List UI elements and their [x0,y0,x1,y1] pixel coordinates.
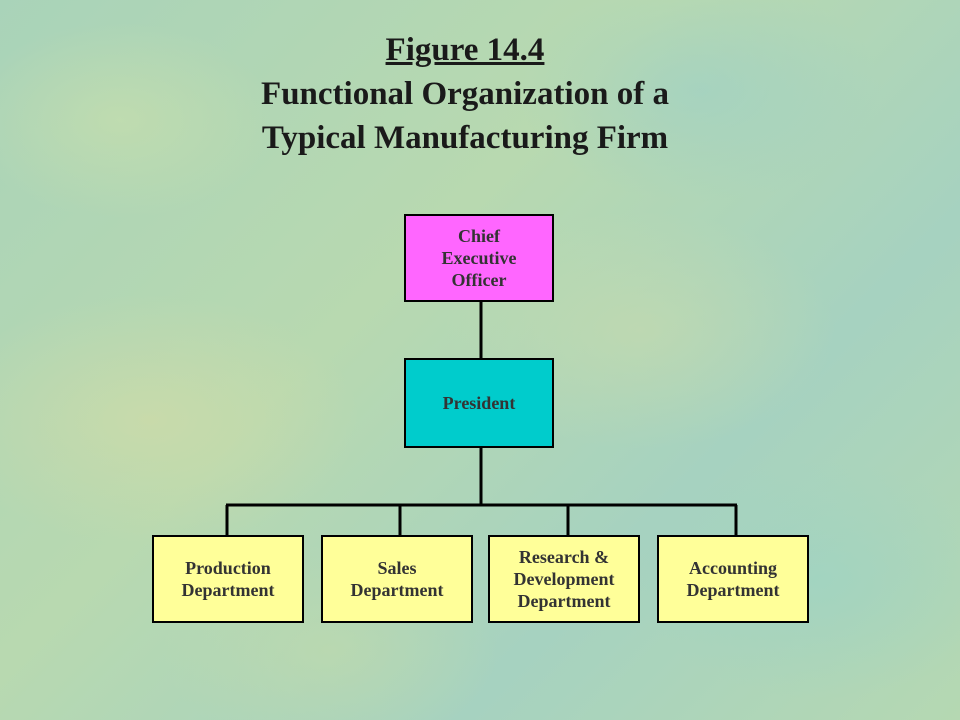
accounting-department-box: Accounting Department [657,535,809,623]
ceo-box: Chief Executive Officer [404,214,554,302]
research-development-department-box: Research & Development Department [488,535,640,623]
title-line-2: Functional Organization of a [261,76,669,112]
production-department-label: Production Department [181,558,275,600]
president-box: President [404,358,554,448]
figure-number: Figure 14.4 [385,32,545,68]
ceo-label: Chief Executive Officer [441,226,517,290]
sales-department-box: Sales Department [321,535,473,623]
diagram-title: Figure 14.4 Functional Organization of a… [0,28,930,160]
research-development-department-label: Research & Development Department [513,547,615,611]
president-label: President [442,393,516,413]
sales-department-label: Sales Department [350,558,444,600]
accounting-department-label: Accounting Department [686,558,780,600]
production-department-box: Production Department [152,535,304,623]
title-line-3: Typical Manufacturing Firm [261,120,669,156]
